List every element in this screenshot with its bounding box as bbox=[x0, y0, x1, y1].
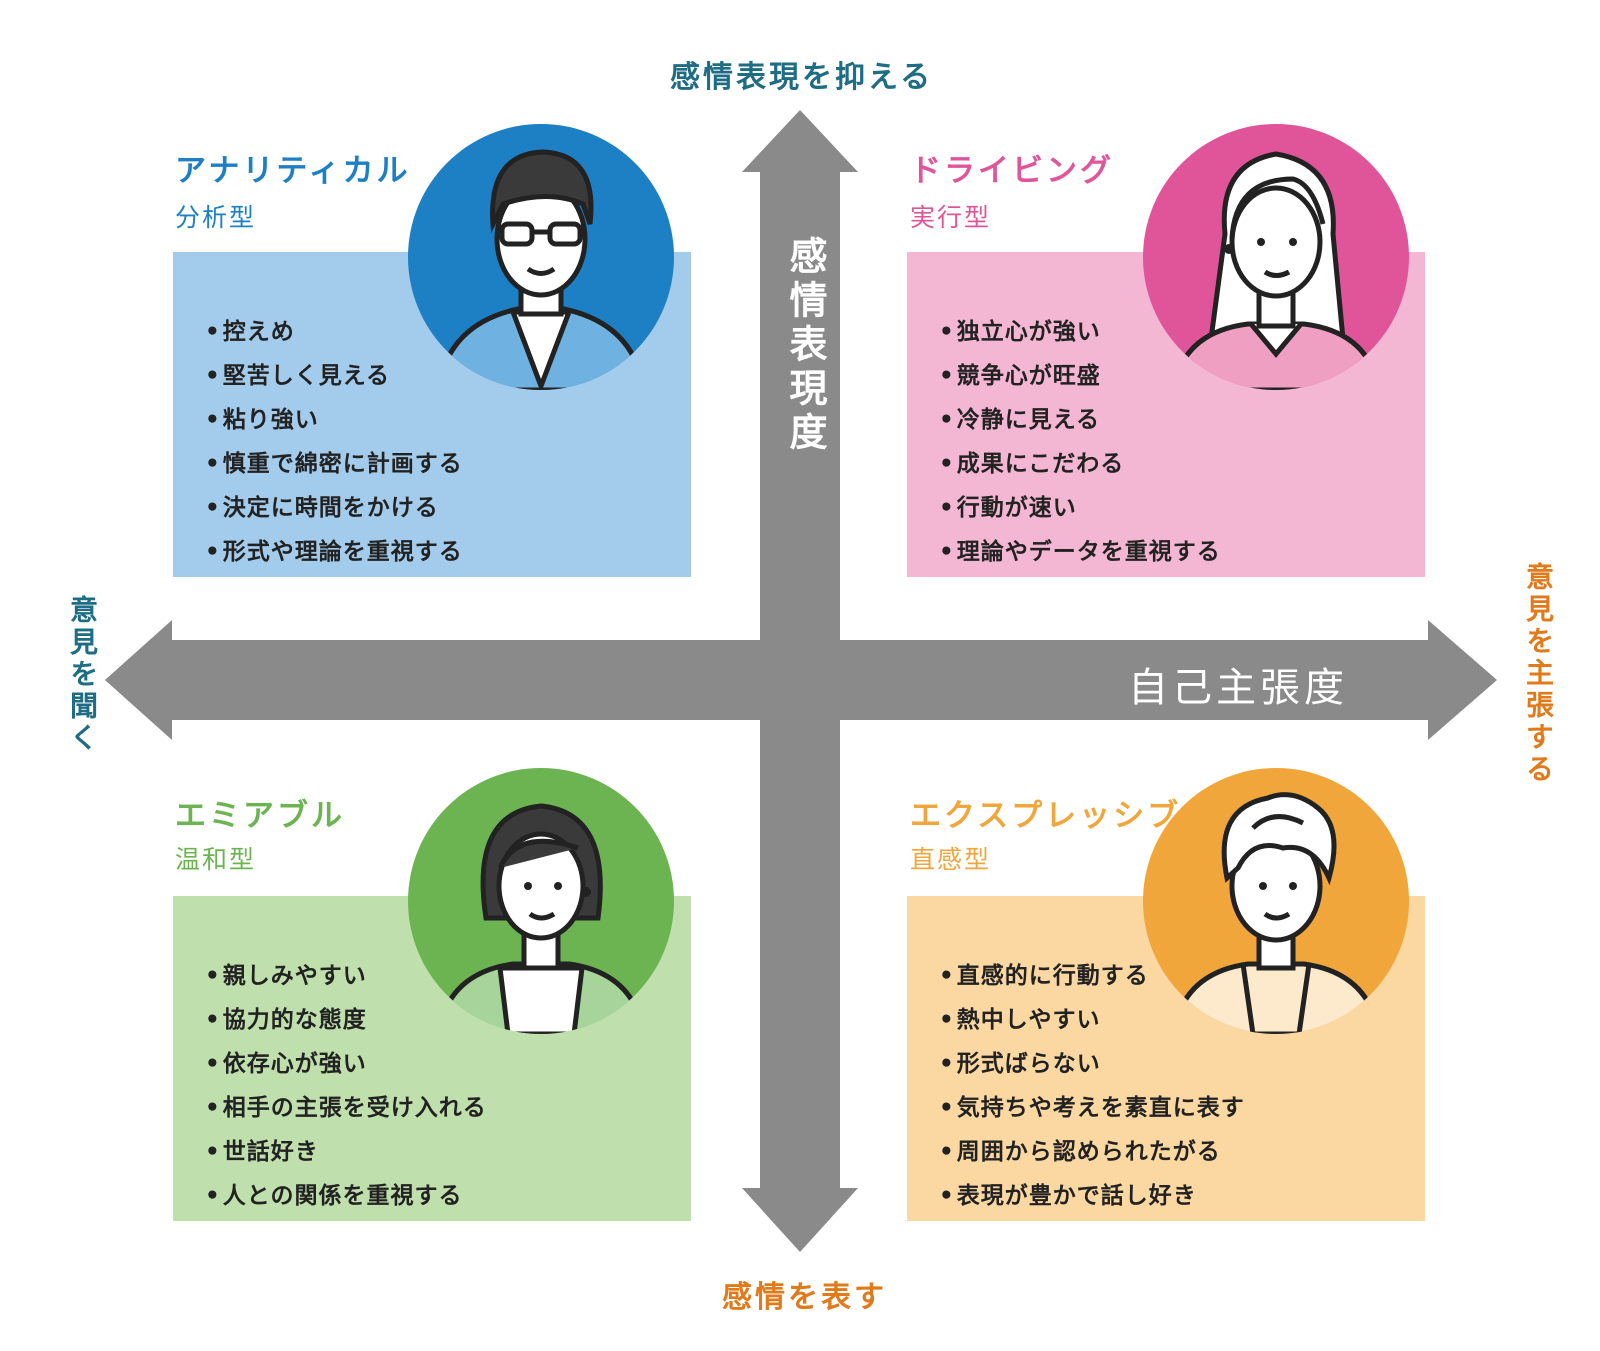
analytical-subtitle: 分析型 bbox=[175, 203, 257, 232]
list-item: 人との関係を重視する bbox=[205, 1174, 487, 1218]
list-item: 形式や理論を重視する bbox=[205, 530, 463, 574]
list-item: 慎重で綿密に計画する bbox=[205, 442, 463, 486]
top-label: 感情表現を抑える bbox=[670, 60, 934, 95]
man-with-glasses-icon bbox=[408, 124, 674, 390]
list-item: 周囲から認められたがる bbox=[939, 1130, 1245, 1174]
amiable-traits: 親しみやすい 協力的な態度 依存心が強い 相手の主張を受け入れる 世話好き 人と… bbox=[205, 954, 487, 1218]
list-item: 控えめ bbox=[205, 310, 463, 354]
list-item: 直感的に行動する bbox=[939, 954, 1245, 998]
bottom-label: 感情を表す bbox=[722, 1280, 887, 1315]
list-item: 決定に時間をかける bbox=[205, 486, 463, 530]
list-item: 成果にこだわる bbox=[939, 442, 1221, 486]
horizontal-axis-title: 自己主張度 bbox=[1128, 665, 1348, 711]
vertical-axis-title: 感情表現度 bbox=[783, 236, 827, 456]
driving-subtitle: 実行型 bbox=[910, 203, 992, 232]
analytical-traits: 控えめ 堅苦しく見える 粘り強い 慎重で綿密に計画する 決定に時間をかける 形式… bbox=[205, 310, 463, 574]
driving-title: ドライビング bbox=[910, 153, 1114, 189]
list-item: 独立心が強い bbox=[939, 310, 1221, 354]
list-item: 気持ちや考えを素直に表す bbox=[939, 1086, 1245, 1130]
right-label: 意見を主張する bbox=[1522, 562, 1555, 786]
list-item: 理論やデータを重視する bbox=[939, 530, 1221, 574]
list-item: 熱中しやすい bbox=[939, 998, 1245, 1042]
list-item: 競争心が旺盛 bbox=[939, 354, 1221, 398]
list-item: 形式ばらない bbox=[939, 1042, 1245, 1086]
man-wavy-hair-icon bbox=[1143, 768, 1409, 1034]
list-item: 協力的な態度 bbox=[205, 998, 487, 1042]
list-item: 行動が速い bbox=[939, 486, 1221, 530]
list-item: 表現が豊かで話し好き bbox=[939, 1174, 1245, 1218]
expressive-subtitle: 直感型 bbox=[910, 845, 992, 874]
left-label: 意見を聞く bbox=[66, 595, 99, 755]
amiable-subtitle: 温和型 bbox=[175, 845, 257, 874]
expressive-traits: 直感的に行動する 熱中しやすい 形式ばらない 気持ちや考えを素直に表す 周囲から… bbox=[939, 954, 1245, 1218]
list-item: 粘り強い bbox=[205, 398, 463, 442]
woman-short-hair-icon bbox=[408, 768, 674, 1034]
expressive-title: エクスプレッシブ bbox=[910, 798, 1182, 834]
list-item: 相手の主張を受け入れる bbox=[205, 1086, 487, 1130]
list-item: 依存心が強い bbox=[205, 1042, 487, 1086]
list-item: 世話好き bbox=[205, 1130, 487, 1174]
driving-traits: 独立心が強い 競争心が旺盛 冷静に見える 成果にこだわる 行動が速い 理論やデー… bbox=[939, 310, 1221, 574]
list-item: 堅苦しく見える bbox=[205, 354, 463, 398]
horizontal-axis-arrow bbox=[105, 620, 1497, 740]
analytical-title: アナリティカル bbox=[175, 153, 411, 189]
list-item: 冷静に見える bbox=[939, 398, 1221, 442]
list-item: 親しみやすい bbox=[205, 954, 487, 998]
woman-long-hair-icon bbox=[1143, 124, 1409, 390]
amiable-title: エミアブル bbox=[175, 798, 345, 834]
